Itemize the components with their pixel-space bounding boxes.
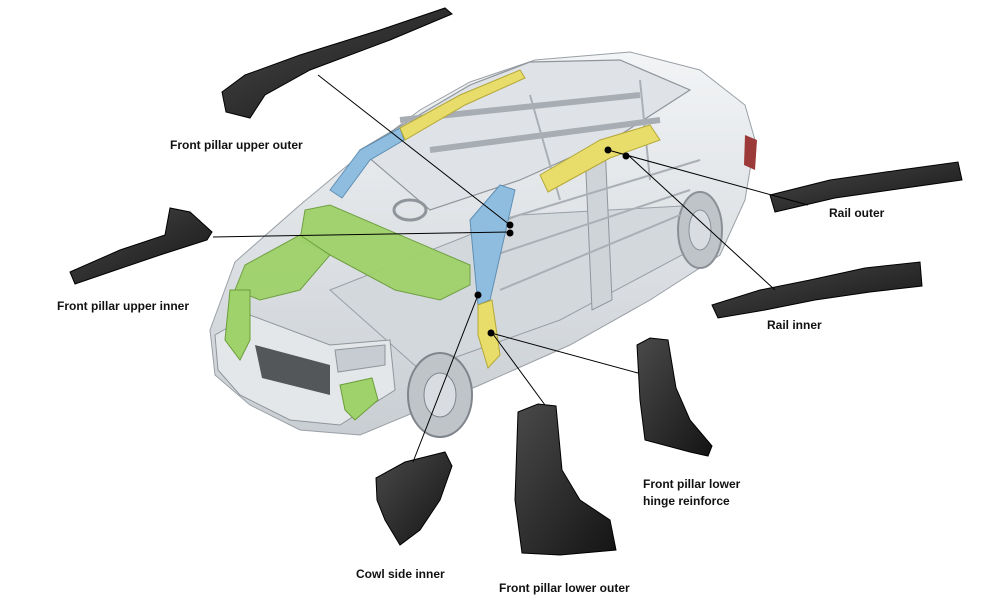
headlamp bbox=[334, 344, 386, 373]
dot-rail-outer bbox=[604, 146, 612, 154]
leader-upper-inner bbox=[212, 231, 511, 238]
dot-rail-inner bbox=[622, 152, 630, 160]
label-rail-outer: Rail outer bbox=[829, 206, 885, 220]
part-front-pillar-lower-hinge-reinforce bbox=[636, 337, 713, 457]
green-bumper-bracket bbox=[339, 377, 379, 421]
part-cowl-side-inner bbox=[375, 451, 453, 546]
leader-lower-outer bbox=[489, 329, 546, 406]
label-front-pillar-upper-inner: Front pillar upper inner bbox=[57, 299, 190, 313]
green-front-rail bbox=[224, 289, 251, 361]
front-wheel-hub bbox=[423, 372, 457, 418]
leader-hinge-reinforce bbox=[490, 332, 639, 374]
steering-wheel bbox=[392, 198, 428, 222]
dot-cowl-side-inner bbox=[474, 291, 482, 299]
front-grille bbox=[255, 345, 330, 395]
label-front-pillar-upper-outer: Front pillar upper outer bbox=[170, 138, 303, 152]
label-hinge-reinforce-line1: Front pillar lower bbox=[643, 477, 741, 491]
leader-lines bbox=[212, 74, 809, 463]
part-front-pillar-lower-outer bbox=[514, 403, 617, 556]
label-rail-inner: Rail inner bbox=[767, 318, 822, 332]
frame-lines bbox=[469, 79, 701, 291]
part-rail-outer bbox=[769, 161, 963, 213]
leader-cowl-side-inner bbox=[412, 294, 479, 463]
label-hinge-reinforce-line2: hinge reinforce bbox=[643, 494, 730, 508]
leader-rail-outer bbox=[607, 149, 809, 206]
blue-a-pillar-upper bbox=[329, 127, 405, 199]
label-front-pillar-lower-outer: Front pillar lower outer bbox=[499, 581, 630, 595]
dot-upper-inner bbox=[506, 229, 514, 237]
part-front-pillar-upper-inner bbox=[69, 207, 213, 285]
dot-lower-outer bbox=[487, 329, 495, 337]
label-cowl-side-inner: Cowl side inner bbox=[356, 567, 445, 581]
leader-dots bbox=[474, 146, 630, 337]
leader-rail-inner bbox=[627, 154, 776, 291]
dot-upper-outer bbox=[506, 221, 514, 229]
part-front-pillar-upper-outer bbox=[221, 7, 453, 119]
part-rail-inner bbox=[711, 261, 923, 319]
yellow-rail-rear bbox=[539, 124, 661, 193]
green-cowl bbox=[234, 234, 331, 301]
leader-upper-outer bbox=[317, 74, 511, 226]
rear-wheel-hub bbox=[688, 209, 712, 251]
label-front-pillar-lower-hinge-reinforce: Front pillar lower hinge reinforce bbox=[643, 476, 740, 510]
yellow-roof-rail bbox=[399, 69, 526, 141]
blue-a-pillar-front bbox=[469, 184, 516, 306]
rear-lamp bbox=[744, 135, 757, 170]
